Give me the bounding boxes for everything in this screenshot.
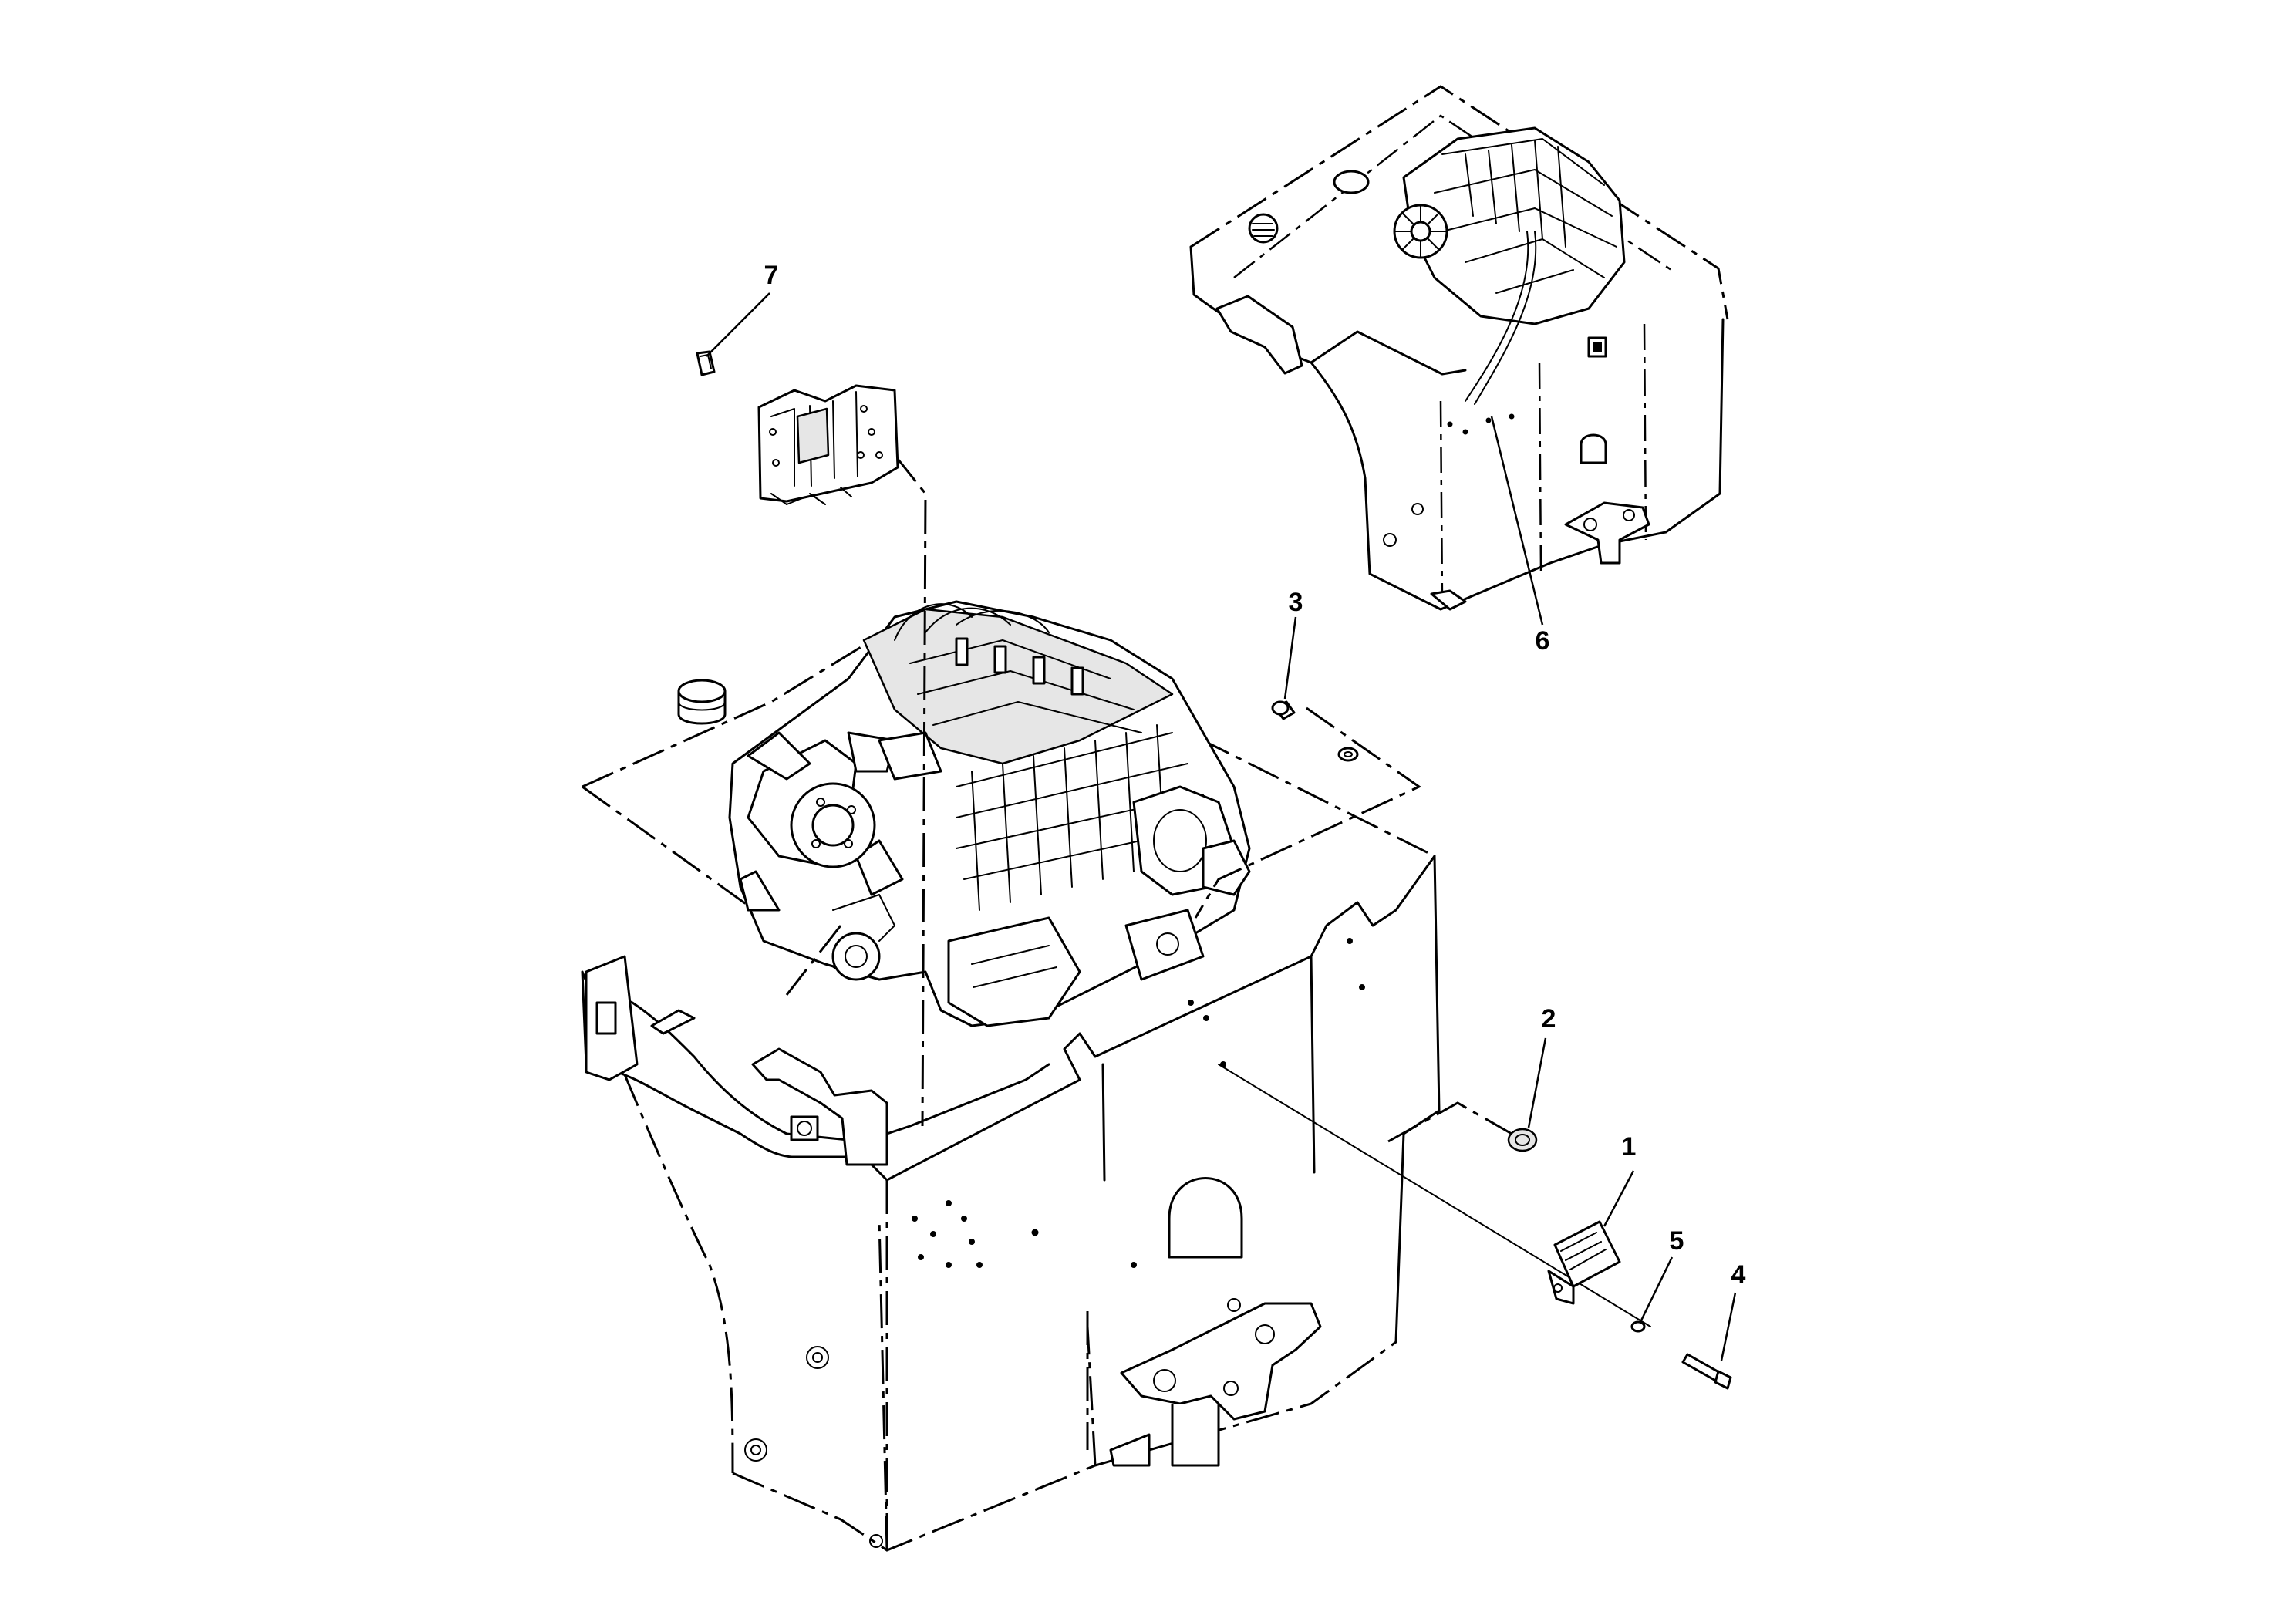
inset-inner-rim xyxy=(1233,114,1674,278)
inset-seam-mid xyxy=(1538,362,1542,572)
callout-3: 3 xyxy=(1289,588,1303,617)
inset-front-edge xyxy=(1310,330,1467,376)
callout-5: 5 xyxy=(1670,1226,1684,1256)
frame-hole xyxy=(869,1534,883,1548)
frame-u-bracket xyxy=(751,1047,888,1166)
engine-pulley xyxy=(831,932,881,981)
inset-slot xyxy=(1580,433,1607,464)
frame-front-outline xyxy=(581,855,1436,1182)
frame-bottom-edge xyxy=(732,1340,1397,1552)
inset-seam-right xyxy=(1643,323,1647,541)
engine-fan xyxy=(739,731,904,912)
align-washer-3 xyxy=(1194,706,1422,919)
align-ecu-to-frame xyxy=(893,454,927,1127)
callout-4: 4 xyxy=(1731,1260,1746,1290)
align-fan-area xyxy=(785,925,842,996)
frame-bottom-inner xyxy=(878,1218,1097,1551)
engine-sump xyxy=(947,916,1081,1027)
inset-engine xyxy=(1393,126,1626,405)
main-cap-cylinder xyxy=(677,679,727,725)
inset-vent-disc xyxy=(1248,213,1279,244)
part-1-regulator xyxy=(1547,1220,1621,1305)
inset-bottom-mount xyxy=(1564,501,1650,565)
inset-hole xyxy=(1383,533,1397,547)
inset-seam-left xyxy=(1439,400,1444,602)
part-4-bolt xyxy=(1681,1353,1732,1390)
main-engine xyxy=(728,600,1251,1027)
inset-cap-cylinder xyxy=(1333,170,1370,194)
callout-7: 7 xyxy=(764,261,779,290)
callout-2: 2 xyxy=(1542,1004,1556,1034)
frame-hole xyxy=(744,1438,767,1462)
inset-left-bracket xyxy=(1215,295,1303,375)
align-bolt-axis xyxy=(1218,1064,1651,1327)
frame-bottom-mount xyxy=(1120,1302,1322,1421)
frame-hole xyxy=(806,1346,829,1369)
callout-leaders xyxy=(706,292,1737,1361)
frame-arch-slot xyxy=(1168,1177,1243,1259)
part-2-grommet xyxy=(1507,1128,1538,1152)
part-7-clip xyxy=(696,350,716,376)
inset-assembly xyxy=(1189,85,1729,611)
callout-6: 6 xyxy=(1536,626,1550,656)
relay-bracket xyxy=(757,384,899,505)
frame-top-rim-back xyxy=(582,615,911,788)
align-grommet-2 xyxy=(1387,1101,1512,1143)
inset-frame-body xyxy=(1189,245,1725,611)
part-5-washer xyxy=(1630,1320,1646,1333)
frame-right-wall xyxy=(1394,855,1441,1344)
callout-1: 1 xyxy=(1622,1132,1637,1162)
frame-left-curve xyxy=(581,971,734,1474)
part-3-spacer xyxy=(1271,700,1296,720)
inset-hole xyxy=(1411,503,1424,515)
washer xyxy=(1337,747,1359,762)
